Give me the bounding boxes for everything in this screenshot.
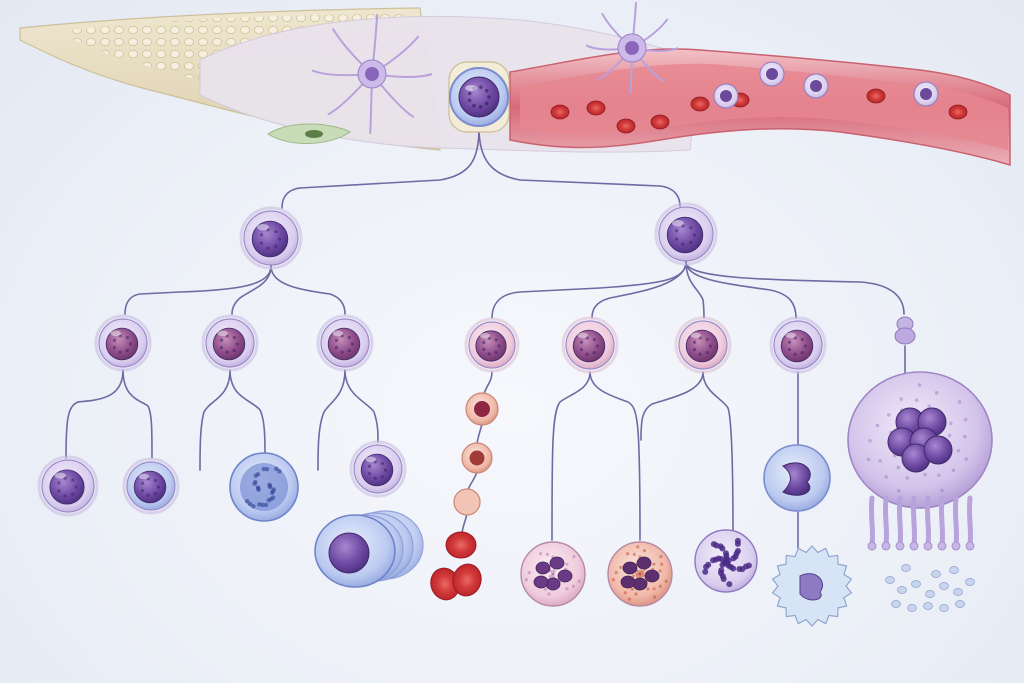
connector-l2-branch	[199, 369, 231, 471]
plasma-cell-icon	[314, 510, 424, 588]
red-blood-cell-icon	[445, 531, 477, 559]
leukocyte-nucleus	[810, 80, 822, 92]
connector-l3-branch	[317, 369, 346, 471]
connector-cmp-gmp2	[685, 261, 705, 319]
connector-l1-bcell	[122, 369, 153, 459]
connector-hsc-clp	[281, 127, 480, 209]
basophil-icon	[694, 529, 758, 593]
connector-l1-tcell	[65, 369, 124, 459]
red-blood-cell-icon	[616, 118, 636, 134]
erythroid-progenitor-icon	[464, 317, 520, 373]
connector-gmp1-eosinophil	[589, 371, 641, 541]
lineage-cells	[37, 61, 993, 627]
red-blood-cell-icon	[586, 100, 606, 116]
eosinophil-icon	[607, 541, 673, 607]
connector-hsc-cmp	[478, 127, 681, 207]
circulating-blood-cells	[550, 61, 968, 134]
connector-gmp2-basophil	[702, 371, 734, 535]
monocyte-progenitor-icon	[769, 316, 827, 374]
red-blood-cell-icon	[650, 114, 670, 130]
leukocyte-nucleus	[766, 68, 778, 80]
connector-ery1-ery2	[476, 423, 483, 445]
leukocyte-nucleus	[920, 88, 932, 100]
granulocyte-progenitor-icon	[561, 316, 619, 374]
red-blood-cell-icon	[690, 96, 710, 112]
red-blood-cell-icon	[948, 104, 968, 120]
megakaryocyte-icon	[847, 371, 993, 551]
red-blood-cell-icon	[430, 563, 482, 601]
lineage-connectors	[65, 127, 906, 549]
neutrophil-icon	[520, 541, 586, 607]
erythroblast-icon	[461, 442, 493, 474]
lymphoblast-icon	[94, 314, 152, 372]
connector-gmp2-eosinophil	[640, 371, 704, 441]
vessel-lumen	[520, 63, 1008, 150]
megakaryocyte-progenitor-icon	[894, 316, 916, 345]
connector-ery3-rbc	[461, 513, 468, 534]
b-cell-icon	[349, 440, 407, 498]
connector-mep-ery1	[483, 371, 493, 395]
t-lymphocyte-icon	[37, 455, 99, 517]
connector-cmp-gmp1	[591, 261, 687, 319]
platelet-icon	[885, 564, 975, 612]
macrophage-icon	[771, 545, 853, 627]
granulocyte-progenitor-icon	[674, 316, 732, 374]
fibroblast-nucleus	[305, 130, 323, 138]
red-blood-cell-icon	[866, 88, 886, 104]
myeloid-progenitor-icon	[654, 202, 718, 266]
reticulocyte-icon	[453, 488, 481, 516]
lymphoblast-icon	[316, 314, 374, 372]
lymphoid-progenitor-icon	[239, 206, 303, 270]
dendritic-cell-icon	[585, 2, 679, 95]
connector-l2-nk	[229, 369, 266, 455]
connector-l3-bcell	[344, 369, 379, 443]
monocyte-icon	[763, 444, 831, 512]
stromal-dendritic-cells	[311, 2, 679, 135]
b-lymphocyte-icon	[122, 457, 180, 515]
nk-cell-icon	[229, 452, 299, 522]
stem-cell-icon	[448, 61, 510, 133]
bone-marrow-tissue	[19, 2, 1011, 167]
lymphoblast-icon	[201, 314, 259, 372]
dendritic-cell-icon	[311, 14, 433, 135]
connector-ery2-ery3	[467, 471, 478, 491]
leukocyte-nucleus	[720, 90, 732, 102]
connector-cmp-mkprog	[685, 261, 905, 315]
connector-clp-l2	[231, 265, 272, 315]
erythroblast-icon	[465, 392, 499, 426]
connector-clp-l1	[124, 265, 272, 315]
connector-cmp-monoprog	[685, 261, 797, 319]
connector-cmp-mep	[491, 261, 687, 319]
connector-gmp1-neutrophil	[551, 371, 591, 541]
connector-clp-l3	[270, 265, 346, 315]
red-blood-cell-icon	[550, 104, 570, 120]
